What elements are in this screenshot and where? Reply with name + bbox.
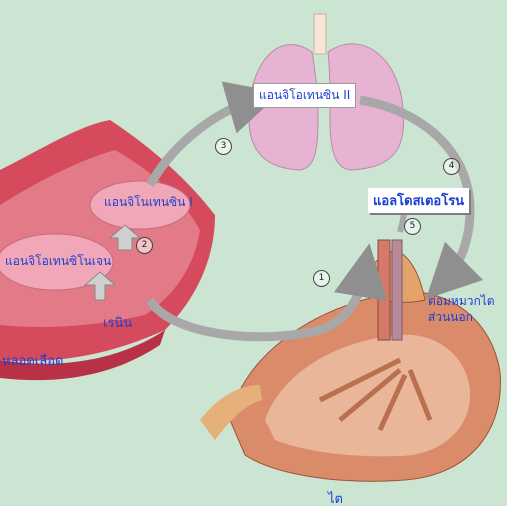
step-marker-5: 5 (404, 218, 421, 235)
label-blood-vessel: หลอดเลือด (2, 354, 64, 369)
conversion-arrow (108, 224, 142, 251)
step-marker-3: 3 (215, 138, 232, 155)
arrow-kidney-to-vessel (146, 243, 388, 342)
label-angiotensin-i: แอนจิโนเทนซิน I (104, 195, 193, 209)
renin-action-arrow (83, 271, 117, 301)
label-aldosterone: แอลโดสเตอโรน (368, 188, 470, 213)
label-kidney: ไต (328, 492, 343, 506)
step-marker-1: 1 (313, 270, 330, 287)
kidney-illustration (200, 239, 501, 482)
step-marker-4: 4 (443, 158, 460, 175)
arrow-vessel-to-lungs (146, 81, 281, 188)
angiotensin-i-molecule (89, 180, 191, 230)
label-angiotensinogen: แอนจิโอเทนซิโนเจน (5, 254, 112, 268)
label-angiotensin-ii: แอนจิโอเทนซิน II (253, 83, 357, 108)
step-marker-2: 2 (136, 237, 153, 254)
label-renin: เรนิน (103, 316, 133, 331)
angiotensinogen-molecule (0, 233, 114, 291)
label-adrenal-cortex: ต่อมหมวกไต ส่วนนอก (428, 294, 495, 324)
